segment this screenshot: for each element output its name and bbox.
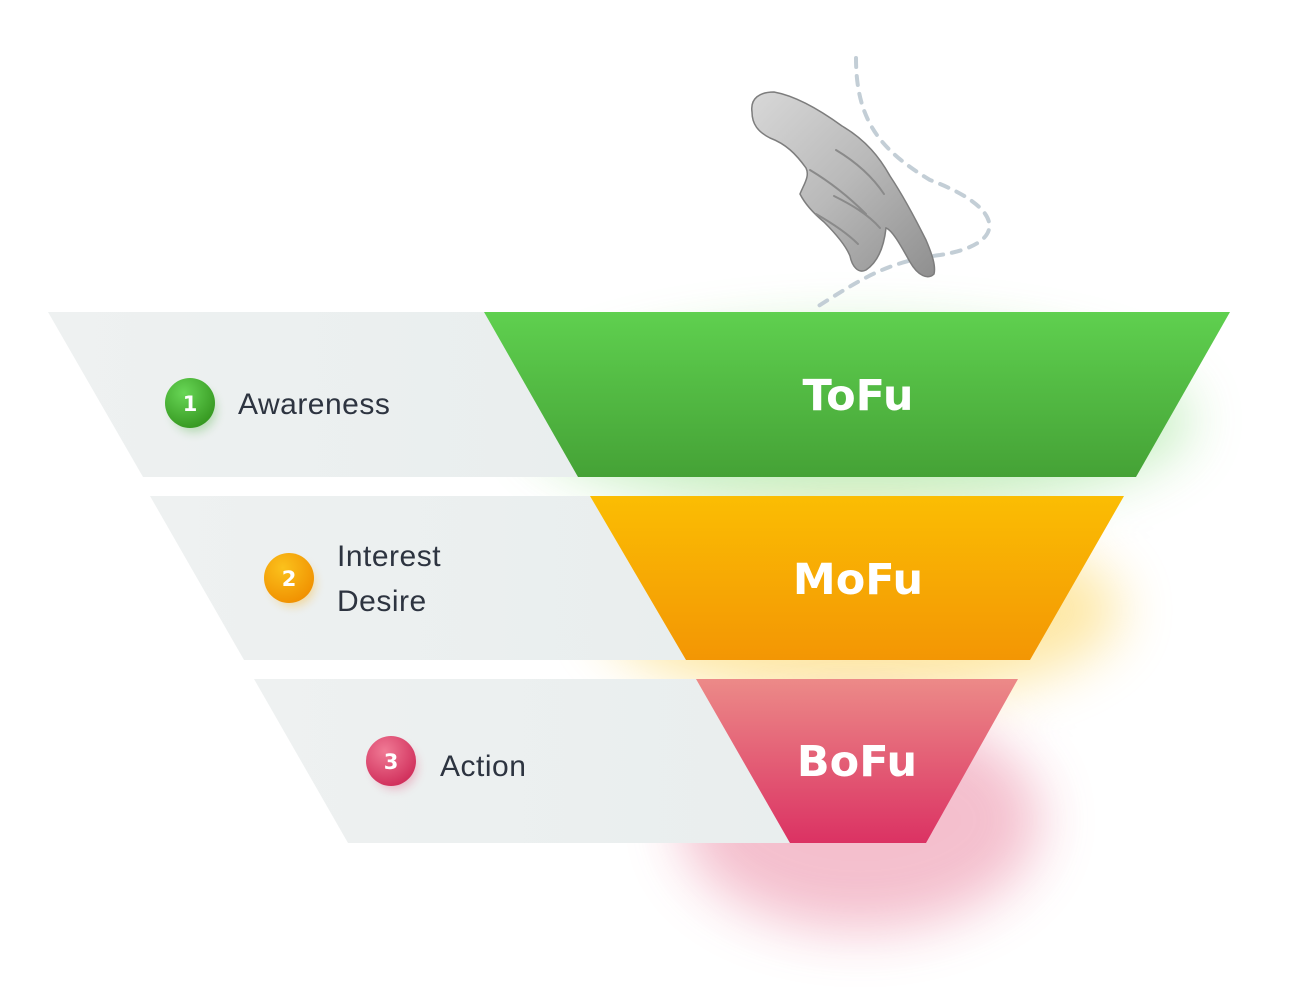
stage-1-code: ToFu [802,371,913,421]
stage-3-number: 3 [384,750,399,774]
mofu-segment [590,496,1124,660]
stage-2-number: 2 [282,567,297,591]
stage-1-badge [165,378,215,428]
stage-2-panel [150,496,686,660]
stage-1: 1 Awareness ToFu [165,371,914,428]
stage-2-label-line-1: Interest [337,540,441,573]
pointing-hand-icon [751,91,936,278]
stage-1-panel [48,312,578,477]
stage-3-code: BoFu [797,737,917,787]
stage-3-badge [366,736,416,786]
bofu-segment [696,679,1018,843]
stage-2-code: MoFu [793,555,923,605]
stage-3: 3 Action BoFu [366,736,917,787]
dashed-path-icon [810,56,992,312]
tofu-segment [484,312,1230,477]
stage-1-number: 1 [183,392,198,416]
stage-3-label: Action [440,750,526,783]
stage-2: 2 Interest Desire MoFu [264,540,923,618]
stage-2-badge [264,553,314,603]
stage-2-label-line-2: Desire [337,585,427,618]
stage-1-label: Awareness [238,388,390,421]
stage-3-panel [254,679,790,843]
